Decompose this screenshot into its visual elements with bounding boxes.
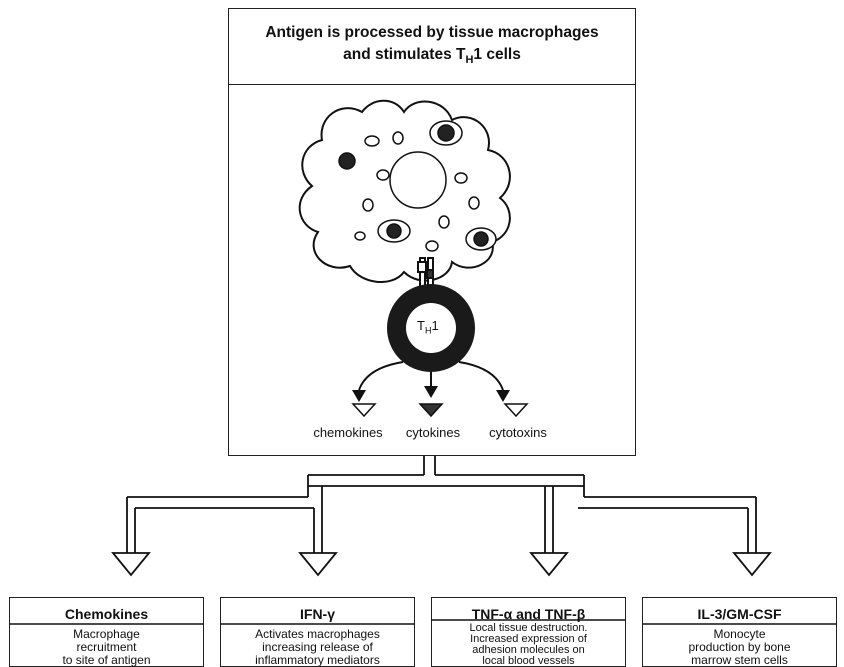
th1-label: TH1 (417, 318, 439, 336)
effect-text-ifn: Activates macrophages increasing release… (255, 627, 380, 667)
effect-text-il3: Monocyte production by bone marrow stem … (688, 627, 791, 667)
chemokines-label: chemokines (313, 425, 383, 440)
vesicle (468, 196, 480, 210)
arrowhead-ifn (298, 552, 338, 577)
effect-text-tnf: Local tissue destruction. Increased expr… (469, 622, 588, 667)
effect-box-il3 (642, 597, 837, 667)
antigen-particle (386, 223, 402, 239)
arrowhead-il3 (732, 552, 772, 577)
vesicle (438, 215, 450, 229)
vesicle (454, 172, 468, 184)
vesicle (425, 240, 439, 252)
cytotoxins-label: cytotoxins (489, 425, 547, 440)
arrowheads (352, 386, 510, 402)
effect-title-ifn: IFN-γ (300, 606, 335, 622)
antigen-particle (338, 152, 356, 170)
effect-title-tnf: TNF-α and TNF-β (471, 606, 586, 622)
title-line-1: Antigen is processed by tissue macrophag… (265, 23, 599, 41)
vesicle (354, 231, 366, 241)
panel-title: Antigen is processed by tissue macrophag… (229, 9, 635, 85)
arrowhead-chemokines (111, 552, 151, 577)
cytotoxin-triangle (503, 403, 529, 418)
arrow-to-cytotoxins (458, 361, 504, 391)
phagosomes (338, 120, 497, 251)
antigen-particle (473, 231, 489, 247)
mhc-tcr-complex (417, 257, 434, 293)
chemokine-triangle (351, 403, 377, 418)
effect-title-il3: IL-3/GM-CSF (697, 606, 782, 622)
vesicle (362, 198, 374, 212)
product-triangles (351, 403, 529, 418)
macrophage-vesicles (354, 131, 480, 252)
vesicle (364, 135, 380, 147)
vesicle (392, 131, 404, 145)
vesicle (376, 169, 390, 181)
secretion-arrows (358, 361, 504, 391)
effect-title-chemokines: Chemokines (64, 606, 149, 622)
effect-box-tnf (431, 597, 626, 667)
cytokines-label: cytokines (405, 425, 461, 440)
arrowhead-tnf (529, 552, 569, 577)
antigen-particle (437, 124, 455, 142)
cytokine-triangle (418, 403, 444, 418)
title-line-2: and stimulates TH1 cells (343, 45, 521, 67)
effect-text-chemokines: Macrophage recruitment to site of antige… (62, 627, 151, 667)
effect-arrowheads (111, 552, 772, 577)
arrow-to-chemokines (358, 361, 404, 391)
macrophage-nucleus (389, 151, 447, 209)
branch-connector (126, 456, 757, 553)
th1-cell-inner (406, 303, 456, 353)
